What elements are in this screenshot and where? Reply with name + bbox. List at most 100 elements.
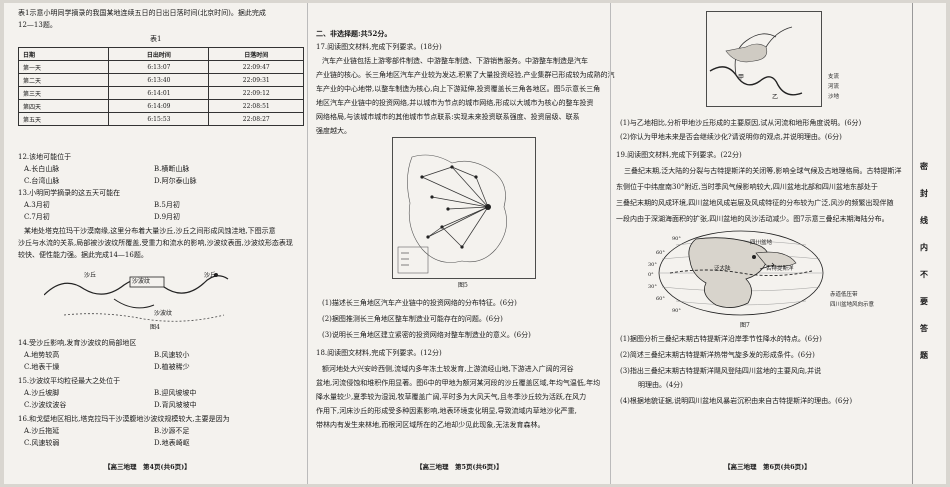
question-18: 18.阅读图文材料,完成下列要求。(12分) [316, 349, 442, 357]
option[interactable]: B.沙源不足 [154, 427, 190, 435]
fig4-label: 沙丘 [84, 272, 97, 279]
q19-text-line: 三叠纪末期,泛大陆的分裂与古特提斯洋的关闭等,影响全球气候及古地理格局。古特提斯… [624, 167, 902, 175]
table-header-row: 日期 日出时间 日落时间 [17, 47, 304, 61]
figure-7-pangaea-map [658, 230, 824, 316]
page-footer: 【高三地理 第5页(共6页)】 [416, 463, 503, 471]
fig7-lat-label: 0° [648, 272, 654, 278]
figure-6-river-map [706, 11, 822, 107]
q19-item: (3)指出三叠纪末期古特提斯洋飓风登陆四川盆地的主要风向,并说 [620, 367, 822, 375]
fig7-lat-label: 30° [648, 284, 657, 290]
fig7-label-pangaea: 泛大陆 [714, 266, 731, 272]
fig6-legend: 沙地 [828, 94, 840, 100]
table-cell: 22:08:27 [208, 112, 304, 126]
fig7-lat-label: 90° [672, 236, 681, 242]
table-cell: 22:08:51 [208, 99, 304, 113]
q18-text-line: 盆地,河流侵蚀和堆积作用显著。图6中的甲地为额河某河段的沙丘覆盖区域,年均气温低… [316, 379, 601, 387]
fig7-legend: 赤道低压带 [830, 292, 858, 298]
option[interactable]: B.5月初 [154, 201, 180, 209]
page-footer: 【高三地理 第6页(共6页)】 [724, 463, 811, 471]
intro-line-2: 12—13题。 [18, 21, 57, 29]
question-16: 16.和戈壁地区相比,塔克拉玛干沙漠腹地沙波纹规模较大,主要是因为 [18, 415, 230, 423]
side-char: 封 [920, 188, 928, 198]
page-5: 二、非选择题:共52分。 17.阅读图文材料,完成下列要求。(18分) 汽车产业… [312, 3, 614, 484]
option[interactable]: C.风速较弱 [24, 439, 60, 447]
table-cell: 第四天 [17, 99, 110, 113]
option[interactable]: C.地表干燥 [24, 363, 60, 371]
table-header: 日期 [17, 47, 110, 61]
q18-text-line: 额河地处大兴安岭西侧,流域内多年冻土较发育,上游流经山地,下游进入广阔的河谷 [322, 365, 574, 373]
option[interactable]: D.地表崎岖 [154, 439, 190, 447]
fig4-label: 沙丘 [204, 272, 217, 279]
option[interactable]: B.横断山脉 [154, 165, 190, 173]
option[interactable]: C.7月初 [24, 213, 50, 221]
question-19: 19.阅读图文材料,完成下列要求。(22分) [616, 151, 742, 159]
option[interactable]: D.阿尔泰山脉 [154, 177, 197, 185]
q17-text-line: 强度越大。 [316, 127, 351, 135]
option[interactable]: D.背风坡坡中 [154, 401, 197, 409]
figure-4-dune-diagram [44, 273, 229, 322]
side-char: 题 [920, 350, 928, 360]
side-char: 线 [920, 215, 928, 225]
q18-item: (1)与乙地相比,分析甲地沙丘形成的主要原因,试从河流和地形角度说明。(6分) [620, 119, 862, 127]
intro-line-1: 表1示意小明同学摘录的我国某地连续五日的日出日落时间(北京时间)。据此完成 [18, 9, 266, 17]
fig7-caption: 图7 [740, 322, 750, 329]
question-17: 17.阅读图文材料,完成下列要求。(18分) [316, 43, 442, 51]
table-cell: 22:09:47 [208, 60, 304, 74]
option[interactable]: A.沙丘拖延 [24, 427, 60, 435]
fig7-lat-label: 60° [656, 296, 665, 302]
page-6: 甲 乙 支流 河流 沙地 (1)与乙地相比,分析甲地沙丘形成的主要原因,试从河流… [616, 3, 912, 484]
table-cell: 6:13:40 [108, 73, 210, 87]
binding-line [912, 3, 913, 484]
question-13: 13.小明同学摘录的这五天可能在 [18, 189, 121, 197]
q18-text-line: 作用下,河床沙丘的形成受多种因素影响,地表环境变化明显,导致流域内草地沙化严重, [316, 407, 577, 415]
q19-item: (2)简述三叠纪末期古特提斯洋热带气旋多发的形成条件。(6分) [620, 351, 815, 359]
passage-line: 较快、便性能力强。据此完成14—16题。 [18, 251, 148, 259]
page-4: 表1示意小明同学摘录的我国某地连续五日的日出日落时间(北京时间)。据此完成 12… [4, 3, 304, 484]
side-char: 密 [920, 161, 928, 171]
q19-item: (4)根据地貌证据,说明四川盆地风暴岩沉积由来自古特提斯洋的理由。(6分) [620, 397, 853, 405]
table-cell: 第三天 [17, 86, 110, 100]
fig4-label: 沙波纹 [154, 310, 173, 317]
option[interactable]: B.风速较小 [154, 351, 190, 359]
q19-text-line: 东侧位于中纬度南30°附近,当时季风气候影响较大,四川盆地北部和四川盆地东部处于 [616, 183, 878, 191]
option[interactable]: D.植被稀少 [154, 363, 190, 371]
page-divider [610, 3, 611, 484]
table-cell: 6:13:07 [108, 60, 210, 74]
fig5-caption: 图5 [458, 282, 468, 289]
passage-line: 某地处塔克拉玛干沙漠南缘,这里分布着大量沙丘,沙丘之间形成风蚀洼地,下图示意 [24, 227, 276, 235]
table-title: 表1 [150, 35, 162, 43]
table-cell: 6:14:09 [108, 99, 210, 113]
option[interactable]: A.长白山脉 [24, 165, 60, 173]
q17-item: (1)描述长三角地区汽车产业链中的投资网络的分布特征。(6分) [322, 299, 517, 307]
fig6-legend: 河流 [828, 84, 840, 90]
page-divider [307, 3, 308, 484]
fig4-caption: 图4 [150, 324, 160, 331]
q17-text-line: 网络格局,与该城市城市的其他城市节点联系:实现未来投资联系强度、投资层级、联系 [316, 113, 580, 121]
fig4-label: 沙波纹 [132, 278, 151, 285]
option[interactable]: A.沙丘坡脚 [24, 389, 60, 397]
fig6-label: 乙 [772, 94, 779, 101]
table-cell: 第一天 [17, 60, 110, 74]
option[interactable]: D.9月初 [154, 213, 181, 221]
q18-text-line: 带林内有发生来林地,而根河区域所在的乙地却少见此现象,无法发育森林。 [316, 421, 545, 429]
fig7-lat-label: 30° [648, 262, 657, 268]
q19-item: (1)据图分析三叠纪末期古特提斯洋沿岸季节性降水的特点。(6分) [620, 335, 822, 343]
option[interactable]: C.沙波纹波谷 [24, 401, 67, 409]
fig7-lat-label: 90° [672, 308, 681, 314]
table-cell: 6:15:53 [108, 112, 210, 126]
option[interactable]: C.台湾山脉 [24, 177, 60, 185]
fig7-label-tethys: 古特提斯洋 [766, 266, 794, 272]
table-cell: 6:14:01 [108, 86, 210, 100]
question-12: 12.该地可能位于 [18, 153, 72, 161]
option[interactable]: A.3月初 [24, 201, 50, 209]
option[interactable]: B.迎风坡坡中 [154, 389, 197, 397]
option[interactable]: A.地势较高 [24, 351, 60, 359]
exam-sheet: 表1示意小明同学摘录的我国某地连续五日的日出日落时间(北京时间)。据此完成 12… [4, 3, 946, 484]
q18-item: (2)你认为甲地未来是否会继续沙化?请说明你的观点,并说明理由。(6分) [620, 133, 842, 141]
fig6-label: 甲 [738, 74, 745, 81]
